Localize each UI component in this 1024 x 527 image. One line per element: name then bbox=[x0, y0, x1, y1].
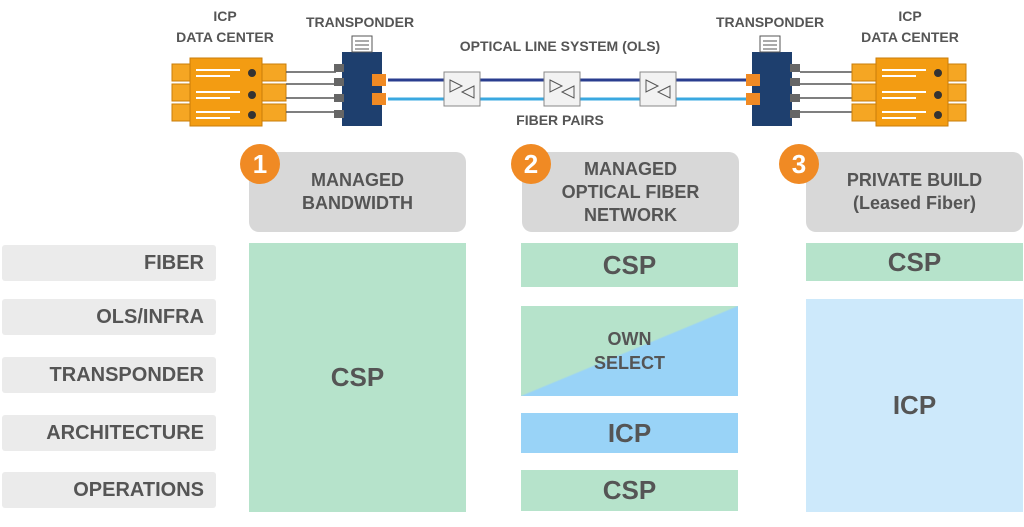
row-label-fiber: FIBER bbox=[2, 245, 216, 281]
option-2-header: MANAGED OPTICAL FIBER NETWORK bbox=[522, 152, 739, 232]
right-transponder-label: TRANSPONDER bbox=[715, 14, 825, 30]
transponder-icon bbox=[746, 52, 800, 126]
fiber-pairs-label: FIBER PAIRS bbox=[516, 112, 604, 128]
amplifier-icon bbox=[443, 71, 481, 107]
option-2-architecture-cell: ICP bbox=[521, 413, 738, 453]
right-dc-label: ICP DATA CENTER bbox=[845, 6, 975, 48]
left-dc-label-line1: ICP bbox=[213, 8, 237, 24]
right-dc-label-line1: ICP bbox=[898, 8, 922, 24]
row-label-ols-infra: OLS/INFRA bbox=[2, 299, 216, 335]
server-rack-icon bbox=[851, 57, 967, 127]
option-1-title-line2: BANDWIDTH bbox=[302, 193, 413, 213]
option-2-own-select-cell: OWN SELECT bbox=[521, 306, 738, 396]
option-1-title-line1: MANAGED bbox=[311, 170, 404, 190]
option-3-title-line2: (Leased Fiber) bbox=[852, 193, 977, 213]
server-rack-icon bbox=[171, 57, 287, 127]
right-dc-label-line2: DATA CENTER bbox=[861, 29, 959, 45]
chip-icon bbox=[759, 35, 781, 53]
left-transponder-label: TRANSPONDER bbox=[305, 14, 415, 30]
option-2-select-label: SELECT bbox=[593, 353, 665, 373]
row-label-operations: OPERATIONS bbox=[2, 472, 216, 508]
option-3-icp-cell: ICP bbox=[806, 299, 1023, 512]
option-3-badge: 3 bbox=[779, 144, 819, 184]
option-2-fiber-cell: CSP bbox=[521, 243, 738, 287]
option-2-operations-cell: CSP bbox=[521, 470, 738, 511]
chip-icon bbox=[351, 35, 373, 53]
option-2-title-line2: OPTICAL FIBER bbox=[561, 181, 700, 202]
row-label-transponder: TRANSPONDER bbox=[2, 357, 216, 393]
option-3-title-line1: PRIVATE BUILD bbox=[846, 170, 983, 190]
option-2-title-line3: NETWORK bbox=[584, 204, 677, 225]
ols-label: OPTICAL LINE SYSTEM (OLS) bbox=[459, 38, 661, 54]
option-1-csp-cell: CSP bbox=[249, 243, 466, 512]
option-1-badge: 1 bbox=[240, 144, 280, 184]
option-1-header: MANAGED BANDWIDTH bbox=[249, 152, 466, 232]
network-diagram bbox=[171, 35, 967, 127]
option-3-fiber-cell: CSP bbox=[806, 243, 1023, 281]
transponder-icon bbox=[334, 52, 386, 126]
option-3-header: PRIVATE BUILD (Leased Fiber) bbox=[806, 152, 1023, 232]
amplifier-icon bbox=[543, 71, 581, 107]
left-dc-label: ICP DATA CENTER bbox=[160, 6, 290, 48]
amplifier-icon bbox=[639, 71, 677, 107]
row-label-architecture: ARCHITECTURE bbox=[2, 415, 216, 451]
option-2-badge: 2 bbox=[511, 144, 551, 184]
left-dc-label-line2: DATA CENTER bbox=[176, 29, 274, 45]
option-2-own-label: OWN bbox=[607, 329, 652, 349]
option-2-title-line1: MANAGED bbox=[584, 158, 677, 179]
